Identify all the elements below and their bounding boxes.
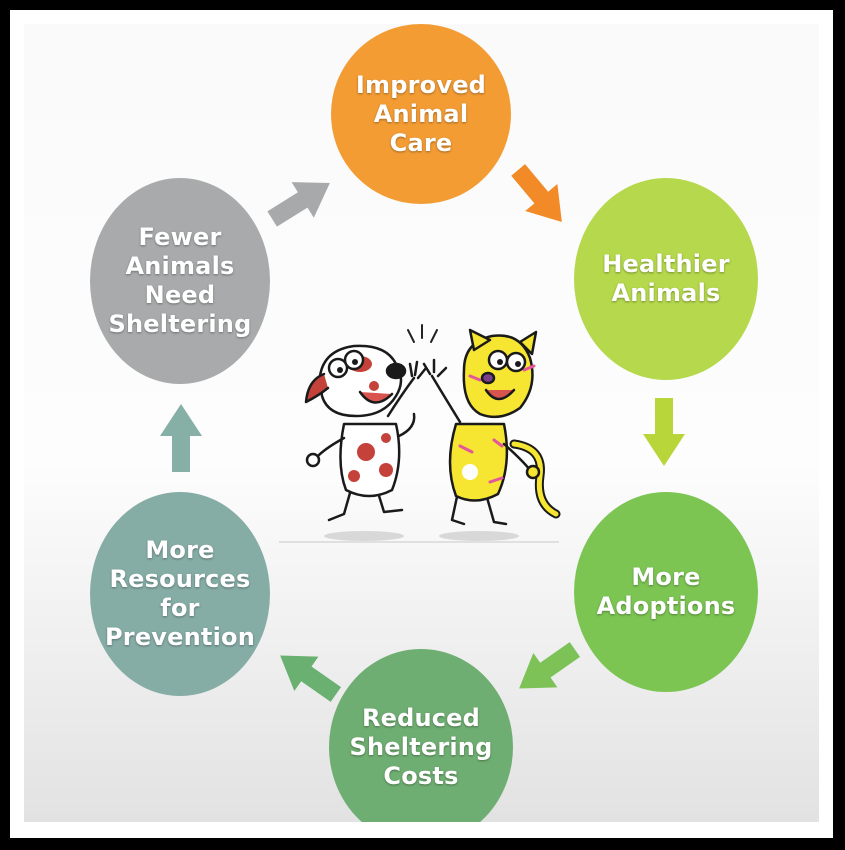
cat bbox=[422, 328, 561, 526]
arrow-adoptions-to-costs bbox=[519, 642, 581, 689]
node-more-adoptions: More Adoptions bbox=[574, 492, 758, 692]
high-five-spark bbox=[407, 324, 438, 343]
arrow-healthier-to-adoptions bbox=[643, 398, 685, 466]
node-label: More Resources for Prevention bbox=[105, 536, 255, 651]
node-label: Healthier Animals bbox=[602, 250, 730, 307]
image-frame: Improved Animal Care Healthier Animals M… bbox=[10, 10, 833, 838]
node-more-resources-for-prevention: More Resources for Prevention bbox=[90, 492, 270, 696]
node-fewer-animals-need-sheltering: Fewer Animals Need Sheltering bbox=[90, 178, 270, 384]
arrow-costs-to-prevention bbox=[280, 655, 342, 702]
cycle-diagram: Improved Animal Care Healthier Animals M… bbox=[24, 24, 819, 822]
node-healthier-animals: Healthier Animals bbox=[574, 178, 758, 380]
node-label: Fewer Animals Need Sheltering bbox=[108, 223, 252, 338]
arrow-care-to-healthier bbox=[511, 164, 562, 223]
dog bbox=[304, 344, 428, 522]
dog-shadow bbox=[324, 531, 404, 541]
arrows-layer bbox=[160, 164, 685, 702]
node-improved-animal-care: Improved Animal Care bbox=[331, 24, 511, 204]
node-label: Reduced Sheltering Costs bbox=[349, 703, 493, 790]
arrow-fewer-to-care bbox=[267, 182, 330, 227]
node-label: Improved Animal Care bbox=[355, 70, 487, 157]
arrow-prevention-to-fewer bbox=[160, 404, 202, 472]
dog-and-cat-illustration bbox=[279, 324, 561, 543]
cat-shadow bbox=[439, 531, 519, 541]
node-reduced-sheltering-costs: Reduced Sheltering Costs bbox=[329, 649, 513, 822]
node-label: More Adoptions bbox=[596, 563, 736, 620]
